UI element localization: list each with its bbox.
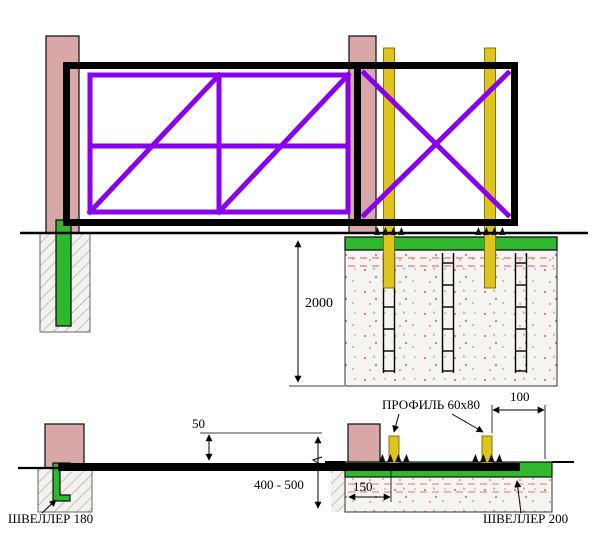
console-brace-2 — [360, 69, 512, 219]
profile-leader-left — [392, 413, 400, 433]
channel-200-leader — [514, 480, 522, 514]
section-rebar-dashed-lines — [348, 483, 549, 493]
dim-400-500-label: 400 - 500 — [254, 477, 304, 492]
frame-top-rail — [63, 62, 518, 69]
label-channel-200: ШВЕЛЛЕР 200 — [483, 511, 568, 526]
purple-truss — [86, 69, 512, 219]
foundation-concrete-section — [344, 476, 553, 513]
frame-bottom-rail — [63, 219, 518, 226]
leaf-diagonal-right — [215, 71, 352, 216]
dim-2000-label: 2000 — [305, 296, 333, 311]
label-channel-180: ШВЕЛЛЕР 180 — [8, 511, 93, 526]
dim-150-label: 150 — [353, 479, 373, 494]
left-post-section — [44, 423, 85, 469]
profile-post-left — [383, 47, 395, 289]
label-profile-60x80: ПРОФИЛЬ 60x80 — [382, 397, 480, 412]
dim-break-mark — [310, 456, 323, 468]
left-pit-section-hatch — [37, 467, 93, 513]
profile-leader-right — [451, 413, 484, 433]
embedded-channels — [55, 219, 558, 327]
foundation-channel — [344, 236, 558, 251]
frame-right-upright — [511, 62, 518, 226]
leaf-diagonal-left — [86, 71, 223, 216]
frame-middle-upright — [354, 62, 361, 226]
catcher-channel — [55, 219, 72, 327]
brick-posts-section — [44, 423, 381, 469]
profile-post-right — [484, 47, 496, 289]
channel-180-leader — [41, 499, 57, 514]
elevation-view: 2000 — [20, 35, 588, 387]
dim-50-label: 50 — [192, 416, 205, 431]
dim-100-label: 100 — [510, 389, 530, 404]
right-post-section — [347, 423, 381, 463]
gate-steel-frame — [63, 62, 518, 226]
section-view: 50 400 - 500 ПРОФИЛЬ 60x80 100 150 ШВЕЛЛ… — [8, 389, 574, 526]
gate-bottom-beam — [58, 463, 520, 471]
foundation-rebar-dashed-lines — [348, 257, 554, 267]
foundation-concrete — [344, 249, 558, 387]
profile-posts — [383, 47, 496, 289]
soil-strip-hatch — [331, 462, 345, 512]
frame-left-upright — [63, 62, 70, 226]
